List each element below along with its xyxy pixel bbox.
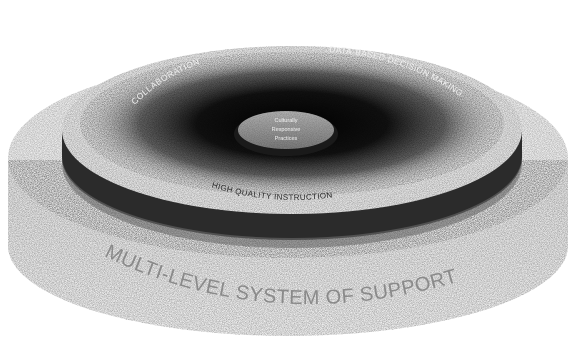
center-label: Culturally Responsive Practices [272, 118, 301, 142]
center-label-line-3: Practices [275, 136, 298, 142]
center-label-line-2: Responsive [272, 127, 301, 133]
center-label-line-1: Culturally [275, 118, 298, 124]
